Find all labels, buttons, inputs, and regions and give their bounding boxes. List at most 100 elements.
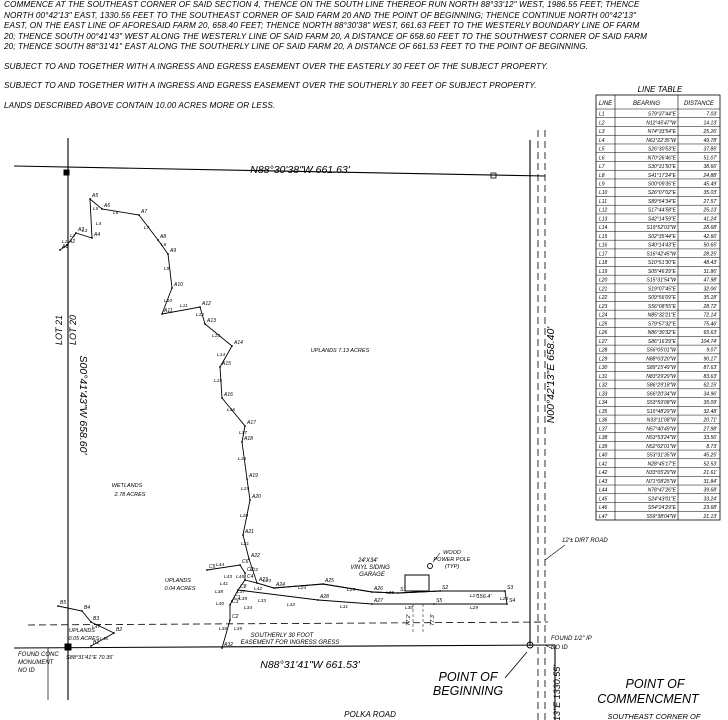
survey-point-icon xyxy=(90,645,92,647)
bearing-cell: S79°57'32"E xyxy=(648,321,677,327)
survey-point-label: A2 xyxy=(68,239,75,245)
bearing-cell: S59°38'04"W xyxy=(647,514,678,520)
survey-point-label: A3 xyxy=(77,227,84,233)
distance-cell: 90.17' xyxy=(704,356,719,362)
line-id-cell: L36 xyxy=(599,418,608,424)
course-label: L33 xyxy=(258,598,266,604)
survey-point-label: A12 xyxy=(201,301,211,307)
bearing-cell: N61°22'35"W xyxy=(646,138,677,144)
bearing-cell: N86°30'32"E xyxy=(648,330,677,336)
bearing-cell: N70°26'46"E xyxy=(648,155,677,161)
garage-label: GARAGE xyxy=(359,572,386,578)
dimension-label: 77.3' xyxy=(430,613,436,626)
distance-cell: 41.24' xyxy=(704,216,719,222)
legal-description: COMMENCE AT THE SOUTHEAST CORNER OF SAID… xyxy=(4,0,726,111)
north-boundary-line xyxy=(13,165,546,177)
found-ip-leader xyxy=(544,644,554,650)
distance-cell: 35.03' xyxy=(704,190,719,196)
survey-point-icon xyxy=(244,579,246,581)
survey-point-icon xyxy=(81,610,83,612)
south-boundary-line xyxy=(13,644,556,649)
line-id-cell: L42 xyxy=(599,470,608,476)
point-of-commencement-label: COMMENCMENT xyxy=(597,692,700,706)
found-iron-pipe-label: FOUND 1/2" IP xyxy=(551,636,592,642)
bearing-cell: N78°47'26"E xyxy=(648,488,677,494)
point-labels: A1A2A3A4A5A6A7A8A9A10A11A12A13A14A15A16A… xyxy=(57,193,515,649)
course-label: L44 xyxy=(216,562,224,568)
improvements xyxy=(57,197,566,679)
line-table-header: DISTANCE xyxy=(684,101,715,107)
line-id-cell: L17 xyxy=(599,251,608,257)
course-label: L36 xyxy=(219,626,227,632)
bearing-cell: S66°20'34"W xyxy=(647,391,678,397)
legal-line: COMMENCE AT THE SOUTHEAST CORNER OF SAID… xyxy=(4,0,640,9)
line-table-title: LINE TABLE xyxy=(638,85,683,94)
course-label: L6 xyxy=(113,210,119,216)
distance-cell: 83.63' xyxy=(704,374,719,380)
course-label: L10 xyxy=(164,298,172,304)
line-id-cell: L30 xyxy=(599,365,608,371)
bearing-cell: S30°31'50"E xyxy=(648,164,677,170)
survey-point-icon xyxy=(241,441,243,443)
course-label: L41 xyxy=(220,581,228,587)
course-label: L15 xyxy=(214,378,222,384)
line-id-cell: L13 xyxy=(599,216,608,222)
legal-line: 20; THENCE SOUTH 88°31'41" EAST ALONG TH… xyxy=(4,42,589,51)
lot-21-label: LOT 21 xyxy=(54,315,64,345)
line-id-cell: L33 xyxy=(599,391,608,397)
bearing-cell: S54°24'29"E xyxy=(648,505,677,511)
bearing-cell: S19°07'45"E xyxy=(648,286,677,292)
distance-cell: 32.06' xyxy=(704,286,719,292)
east-bearing-label: N00°42'13"E 658.40' xyxy=(545,326,557,424)
course-label: L34 xyxy=(244,605,252,611)
course-label: L16 xyxy=(227,407,235,413)
survey-point-label: B2 xyxy=(116,627,122,633)
survey-point-icon xyxy=(317,599,319,601)
uplands-main-label: UPLANDS 7.13 ACRES xyxy=(311,348,370,354)
distance-cell: 48.43' xyxy=(704,260,719,266)
legal-line: NORTH 00°42'13" EAST, 1330.55 FEET TO TH… xyxy=(4,10,637,20)
line-table-frame xyxy=(595,94,721,521)
bearing-cell: N33°11'08"W xyxy=(647,418,678,424)
course-label: L4 xyxy=(96,221,102,227)
course-label: L46 xyxy=(100,636,108,642)
bearing-cell: S10°51'30"E xyxy=(648,260,677,266)
dimension-label: 77.2' xyxy=(406,613,412,626)
bearing-cell: S15°31'54"W xyxy=(647,278,678,284)
survey-point-icon xyxy=(221,397,223,399)
survey-point-icon xyxy=(101,208,103,210)
bearing-cell: N33°05'29"W xyxy=(646,470,677,476)
bearing-cell: N28°45'17"E xyxy=(648,461,677,467)
line-id-cell: L35 xyxy=(599,409,608,415)
survey-point-icon xyxy=(237,589,239,591)
survey-point-label: A16 xyxy=(223,392,233,398)
survey-point-label: A13 xyxy=(206,318,216,324)
bearing-cell: S53°31'35"W xyxy=(647,453,678,459)
found-monument-label: FOUND CONC xyxy=(18,652,59,658)
line-table-header: LINE xyxy=(599,101,613,107)
distance-cell: 87.63' xyxy=(704,365,719,371)
survey-point-label: A1 xyxy=(61,244,68,250)
distance-cell: 25.13' xyxy=(703,208,719,214)
survey-point-label: A23 xyxy=(258,577,268,583)
north-bearing-label: N88°30'38"W 661.63' xyxy=(250,164,350,176)
survey-point-icon xyxy=(57,605,59,607)
survey-point-icon xyxy=(89,198,91,200)
distance-cell: 25.26' xyxy=(703,129,719,135)
driveway-north-edge xyxy=(244,579,505,594)
distance-cell: 34.96' xyxy=(704,391,719,397)
line-id-cell: L8 xyxy=(599,173,605,179)
